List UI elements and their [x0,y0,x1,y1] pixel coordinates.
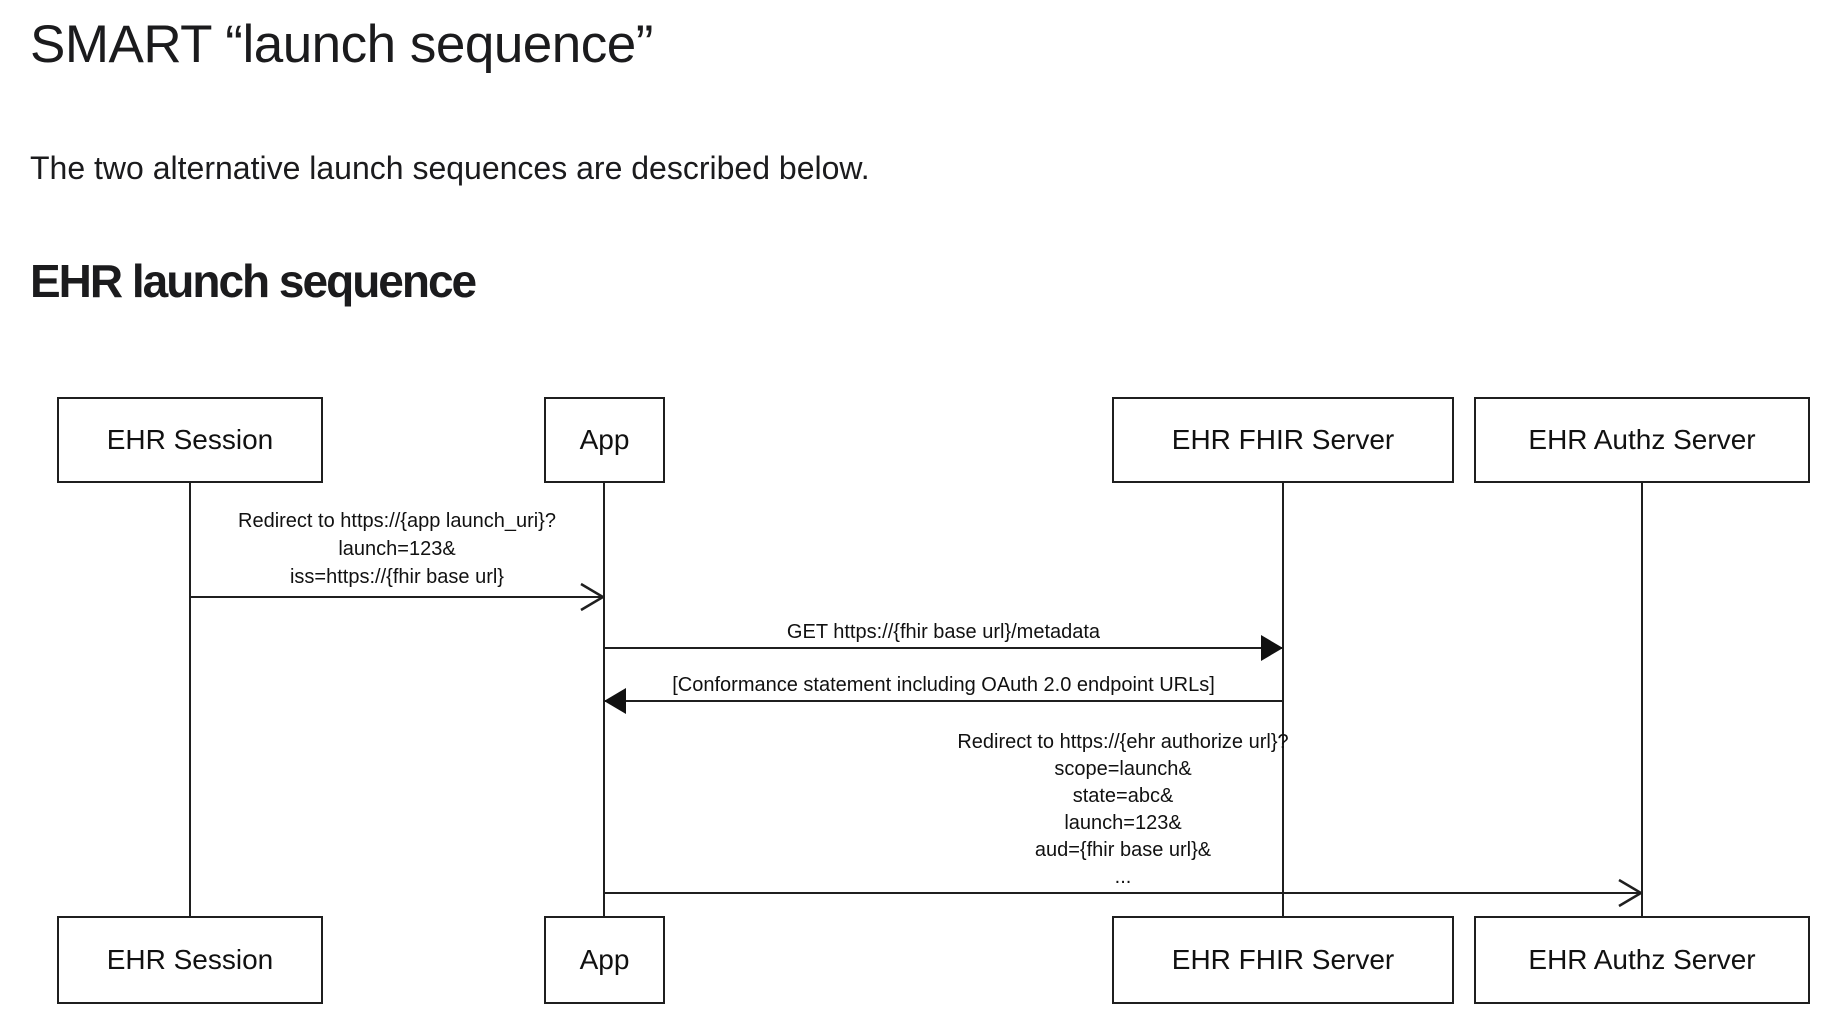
message-line-redirect-to-app [190,596,604,598]
lifeline-ehr-authz-server [1641,483,1643,916]
message-text-line: aud={fhir base url}& [1034,839,1212,861]
message-text-line: state=abc& [1072,785,1174,807]
message-text-line: launch=123& [338,538,456,560]
message-label-redirect-to-app: Redirect to https://{app launch_uri}? la… [190,507,604,591]
message-text-line: ... [1114,866,1132,888]
intro-paragraph: The two alternative launch sequences are… [30,150,870,186]
actor-label-app: App [579,944,630,975]
actor-label-ehr-authz-server: EHR Authz Server [1528,944,1756,975]
message-text-line: Redirect to https://{ehr authorize url}? [957,731,1289,753]
actor-box-ehr-fhir-server-top: EHR FHIR Server [1112,397,1454,483]
page-title: SMART “launch sequence” [30,15,653,74]
message-text-line: [Conformance statement including OAuth 2… [672,674,1215,696]
filled-arrowhead-right-icon [1261,635,1283,661]
lifeline-ehr-session [189,483,191,916]
actor-label-ehr-session: EHR Session [106,424,274,455]
actor-box-app-bottom: App [544,916,665,1004]
message-text-line: iss=https://{fhir base url} [289,566,504,588]
message-line-get-metadata [604,647,1283,649]
actor-box-ehr-authz-server-bottom: EHR Authz Server [1474,916,1810,1004]
message-line-conformance-statement [604,700,1283,702]
message-label-redirect-to-authorize: Redirect to https://{ehr authorize url}?… [604,729,1642,891]
actor-label-ehr-session: EHR Session [106,944,274,975]
actor-box-ehr-session-top: EHR Session [57,397,323,483]
section-heading: EHR launch sequence [30,255,477,307]
open-arrowhead-right-icon [580,582,605,612]
actor-box-app-top: App [544,397,665,483]
message-label-conformance-statement: [Conformance statement including OAuth 2… [604,671,1283,699]
lifeline-ehr-fhir-server [1282,483,1284,916]
actor-label-app: App [579,424,630,455]
actor-box-ehr-authz-server-top: EHR Authz Server [1474,397,1810,483]
message-text-line: scope=launch& [1054,758,1192,780]
message-line-redirect-to-authorize [604,892,1642,894]
open-arrowhead-right-icon [1618,878,1643,908]
actor-label-ehr-fhir-server: EHR FHIR Server [1171,424,1395,455]
message-text-line: launch=123& [1064,812,1182,834]
actor-box-ehr-fhir-server-bottom: EHR FHIR Server [1112,916,1454,1004]
actor-label-ehr-authz-server: EHR Authz Server [1528,424,1756,455]
message-text-line: Redirect to https://{app launch_uri}? [238,510,556,532]
filled-arrowhead-left-icon [604,688,626,714]
message-text-line: GET https://{fhir base url}/metadata [786,621,1101,643]
actor-label-ehr-fhir-server: EHR FHIR Server [1171,944,1395,975]
actor-box-ehr-session-bottom: EHR Session [57,916,323,1004]
message-label-get-metadata: GET https://{fhir base url}/metadata [604,618,1283,646]
